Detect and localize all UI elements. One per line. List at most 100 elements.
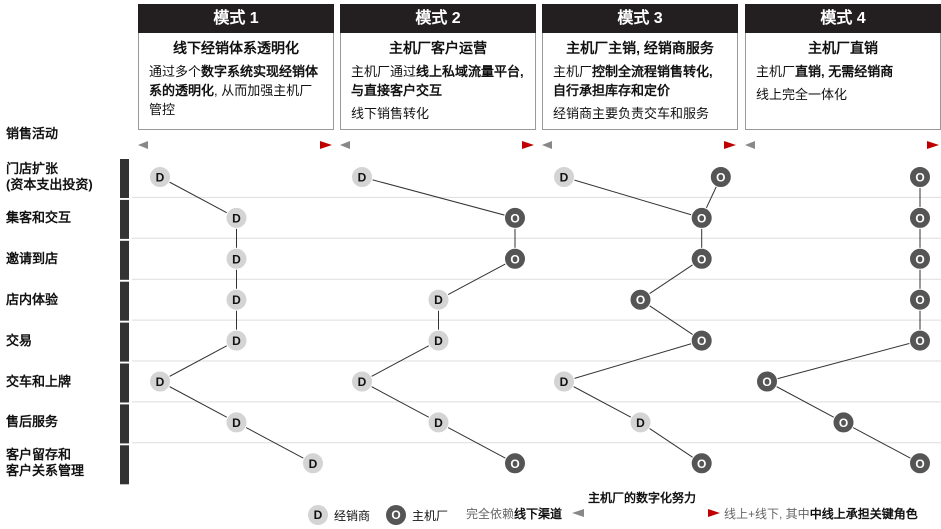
flow-edge (766, 381, 844, 423)
row-bar-segment (120, 363, 129, 403)
mode-note: 线上完全一体化 (756, 87, 848, 102)
mode-description: 通过多个数字系统实现经销体系的透明化, 从而加强主机厂管控 (149, 64, 319, 117)
mode-note: 线下销售转化 (351, 106, 430, 121)
flow-edge (159, 381, 237, 423)
digital-effort-arrow (138, 141, 332, 149)
oem-node: O (629, 288, 652, 311)
svg-text:D: D (232, 252, 241, 266)
dealer-node: D (225, 329, 248, 352)
flow-edge (361, 340, 439, 382)
oem-node: O (909, 288, 931, 311)
svg-text:D: D (358, 375, 367, 389)
digital-effort-arrow (745, 141, 939, 149)
legend-oem: O 主机厂 (386, 505, 448, 525)
dealer-node: D (225, 411, 248, 434)
arrow-title: 主机厂的数字化努力 (588, 491, 697, 505)
svg-text:D: D (309, 457, 318, 471)
svg-text:O: O (716, 171, 725, 185)
mode-subtitle: 线下经销体系透明化 (173, 40, 299, 56)
svg-text:O: O (915, 293, 924, 307)
oem-node: O (690, 452, 713, 475)
flow-edge (563, 176, 702, 219)
flow-edge (766, 340, 921, 382)
digital-effort-arrow (542, 141, 736, 149)
row-label: 邀请到店 (6, 250, 59, 266)
row-bar-segment (120, 281, 129, 321)
dealer-node: D (427, 411, 450, 434)
svg-text:D: D (232, 211, 241, 225)
flow-edge (563, 340, 702, 382)
svg-text:O: O (697, 334, 706, 348)
dealer-node: D (225, 247, 248, 270)
svg-text:D: D (560, 171, 569, 185)
legend-arrow (572, 509, 720, 517)
flow-edge (361, 176, 516, 219)
oem-node: O (709, 166, 732, 188)
svg-text:D: D (232, 293, 241, 307)
row-label: 集客和交互 (6, 209, 72, 225)
mode-card-1: 模式 1 线下经销体系透明化 通过多个数字系统实现经销体系的透明化, 从而加强主… (138, 4, 334, 130)
mode-subtitle: 主机厂客户运营 (389, 40, 487, 56)
dealer-node: D (149, 166, 171, 188)
svg-text:O: O (697, 211, 706, 225)
dealer-icon: D (308, 505, 328, 525)
svg-text:D: D (358, 171, 367, 185)
svg-text:O: O (839, 416, 848, 430)
oem-node: O (832, 411, 855, 434)
oem-node: O (690, 247, 713, 270)
digital-effort-arrow (340, 141, 534, 149)
oem-node: O (504, 452, 526, 475)
mode-description: 主机厂控制全流程销售转化, 自行承担库存和定价 (553, 64, 713, 98)
flow-edge (438, 258, 516, 301)
flow-edge (236, 421, 314, 464)
legend-right-text: 线上+线下, 其中中线上承担关键角色 (724, 507, 918, 521)
mode-card-4: 模式 4 主机厂直销 主机厂直销, 无需经销商 线上完全一体化 (745, 4, 941, 130)
oem-node: O (909, 206, 931, 229)
mode-title: 模式 4 (745, 4, 941, 33)
svg-text:D: D (434, 416, 443, 430)
legend-left-text: 完全依赖线下渠道 (466, 507, 563, 521)
flow-edge (159, 340, 237, 382)
dealer-node: D (553, 370, 575, 393)
svg-text:O: O (697, 252, 706, 266)
mode-description: 主机厂通过线上私域流量平台, 与直接客户交互 (351, 64, 524, 98)
oem-node: O (909, 247, 931, 270)
flow-edge (438, 421, 516, 464)
dealer-node: D (351, 166, 373, 188)
flow-edge (563, 381, 641, 423)
row-bar-segment (120, 240, 129, 280)
svg-text:O: O (915, 211, 924, 225)
dealer-node: D (427, 329, 450, 352)
flow-edge (640, 258, 702, 301)
svg-text:O: O (762, 375, 771, 389)
mode-title: 模式 3 (542, 4, 738, 33)
svg-text:O: O (915, 252, 924, 266)
svg-text:D: D (156, 171, 165, 185)
svg-text:O: O (510, 457, 519, 471)
svg-text:O: O (697, 457, 706, 471)
row-label: 门店扩张 (资本支出投资) (6, 161, 93, 192)
oem-node: O (690, 206, 713, 229)
mode-title: 模式 2 (340, 4, 536, 33)
dealer-node: D (225, 206, 248, 229)
svg-text:D: D (156, 375, 165, 389)
oem-node: O (504, 247, 526, 270)
dealer-node: D (302, 452, 324, 475)
svg-text:D: D (232, 334, 241, 348)
mode-note: 经销商主要负责交车和服务 (553, 106, 710, 121)
dealer-node: D (149, 370, 171, 393)
row-label: 交易 (6, 332, 33, 348)
flow-edge (701, 176, 722, 219)
row-bar-segment (120, 159, 129, 198)
svg-text:O: O (510, 252, 519, 266)
flow-edge (361, 381, 439, 423)
oem-icon: O (386, 505, 406, 525)
svg-text:O: O (915, 457, 924, 471)
mode-card-2: 模式 2 主机厂客户运营 主机厂通过线上私域流量平台, 与直接客户交互 线下销售… (340, 4, 536, 130)
oem-label: 主机厂 (412, 508, 449, 523)
oem-node: O (909, 452, 931, 475)
svg-text:D: D (232, 416, 241, 430)
dealer-label: 经销商 (334, 508, 371, 523)
svg-text:O: O (510, 211, 519, 225)
dealer-node: D (225, 288, 248, 311)
